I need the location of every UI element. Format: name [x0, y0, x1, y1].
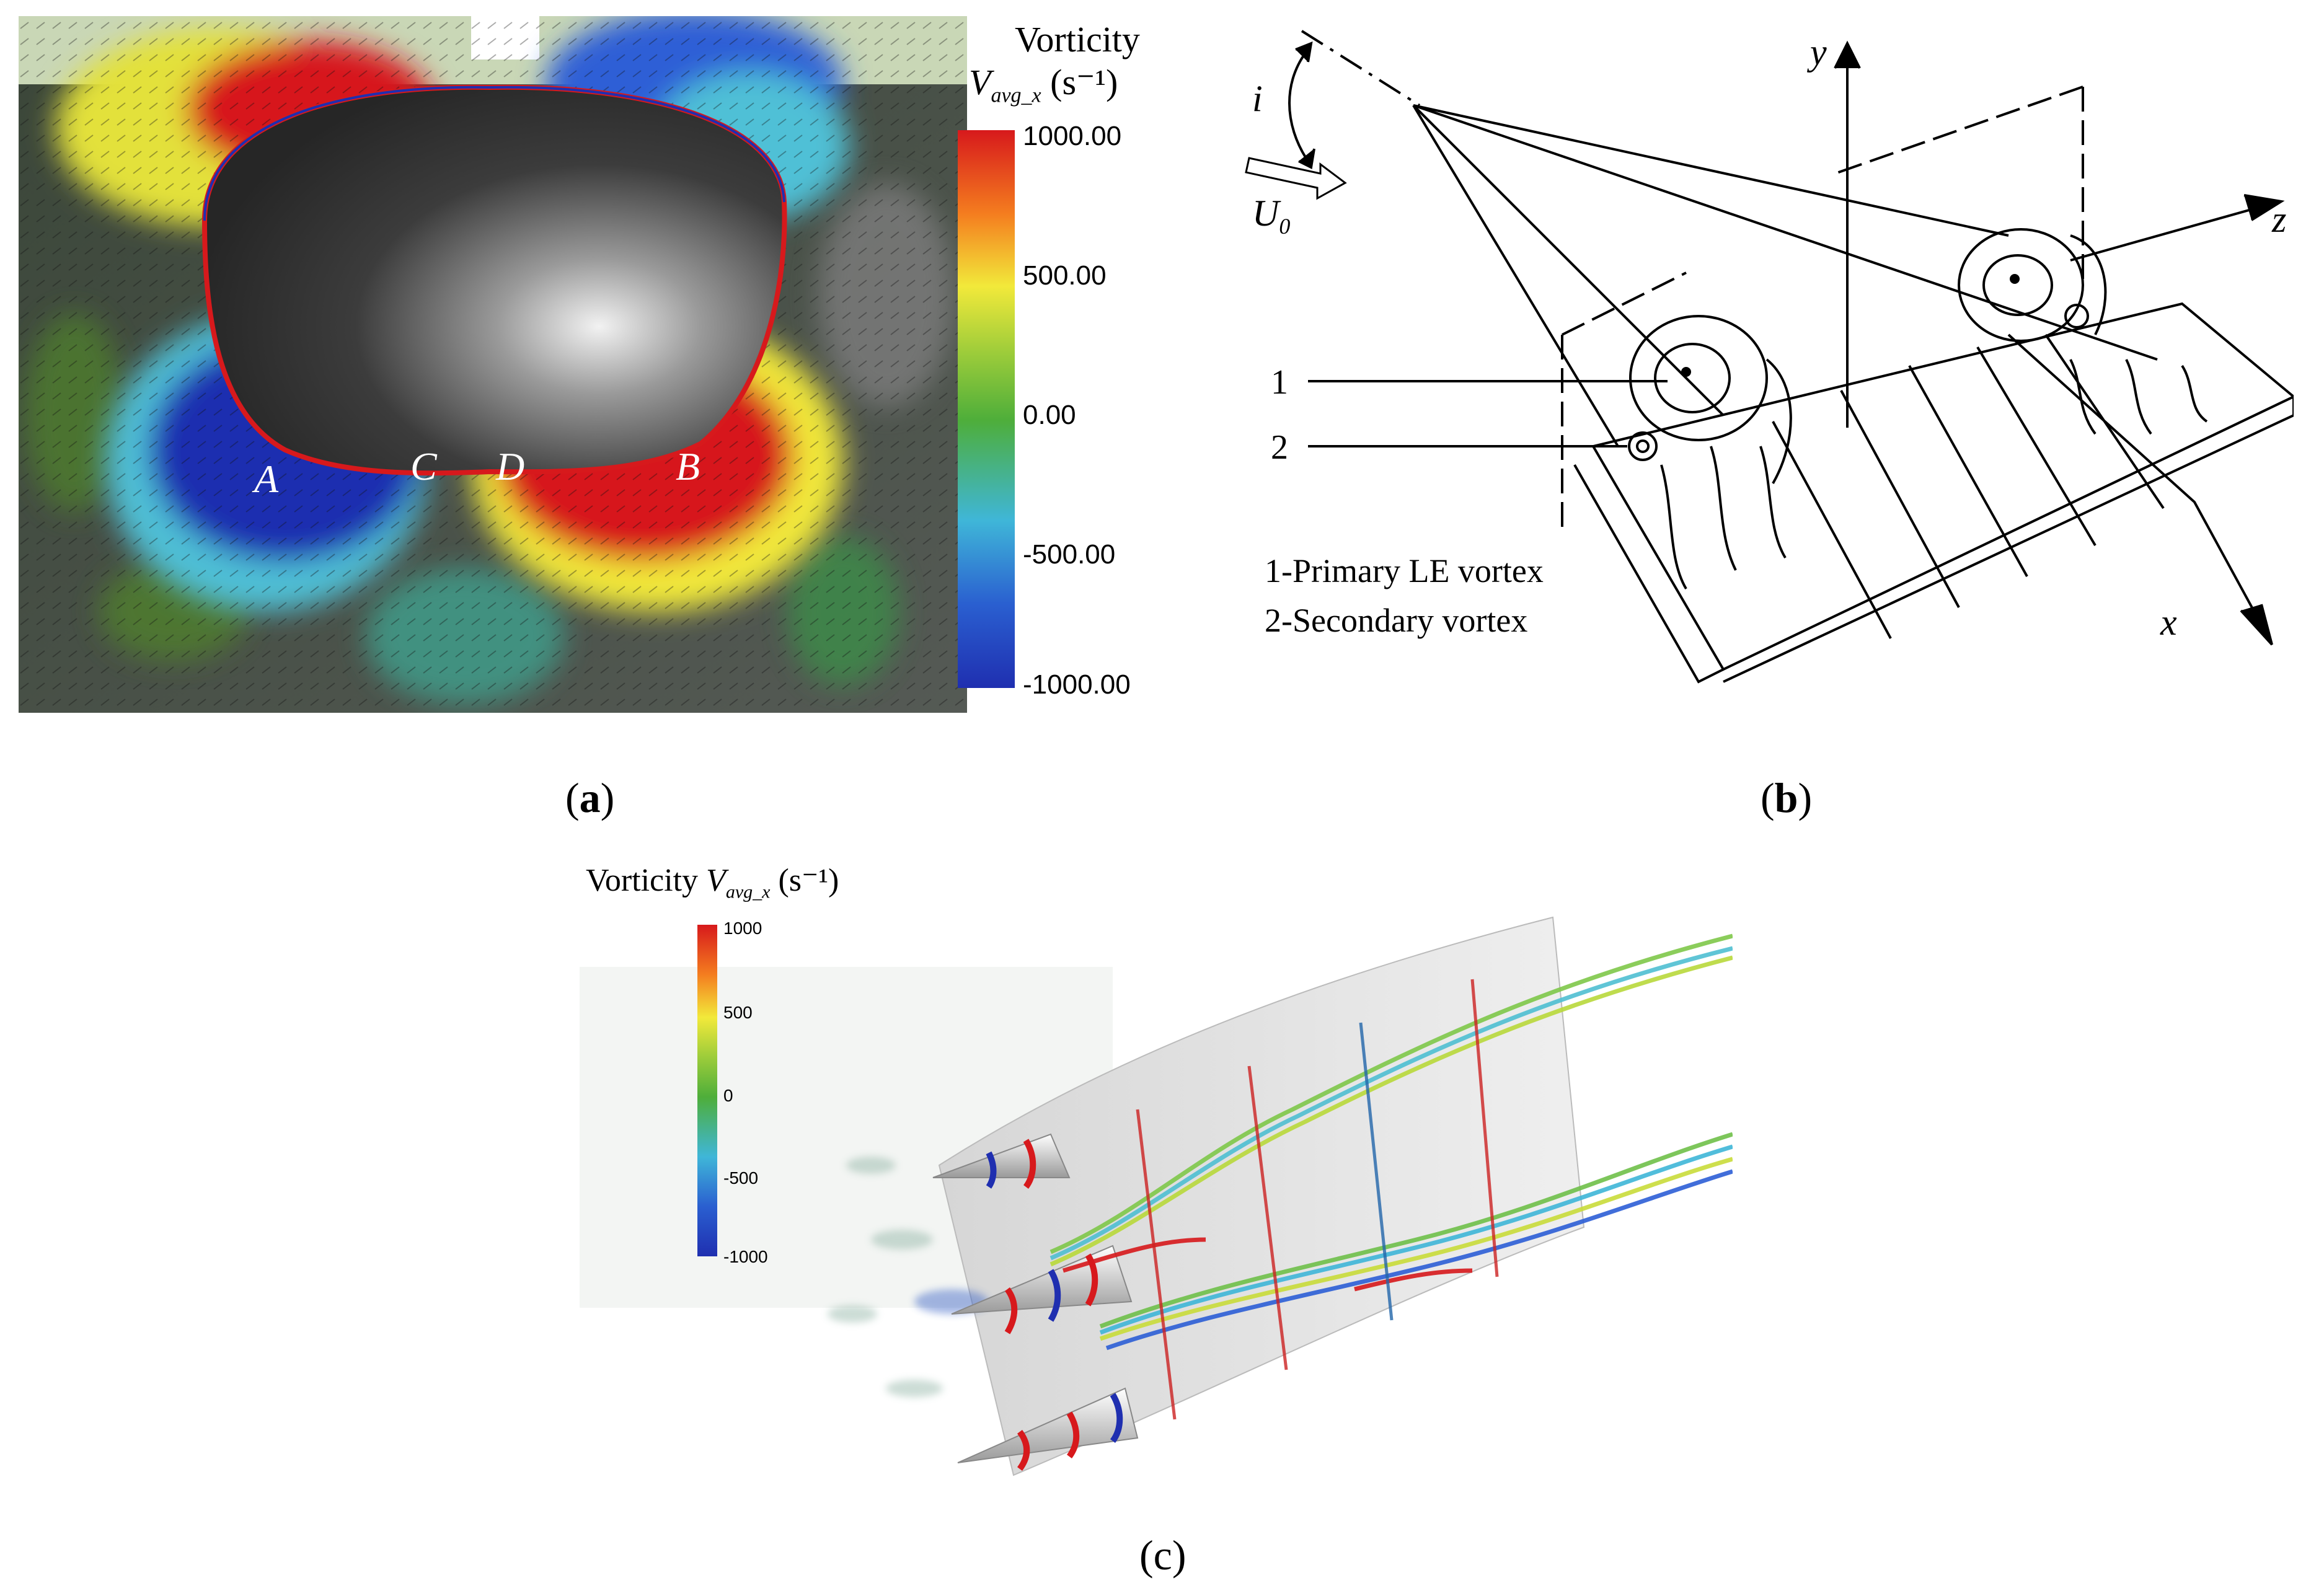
colorbar-c-tick-500: 500 [723, 1003, 753, 1022]
colorbar-c-tick-neg500: -500 [723, 1168, 759, 1188]
colorbar-c-tick-1000: 1000 [723, 919, 762, 938]
legend-secondary-vortex: 2-Secondary vortex [1265, 602, 1528, 639]
region-label-b: B [676, 444, 700, 488]
colorbar-a-tick-500: 500.00 [1023, 260, 1107, 291]
region-label-c: C [410, 444, 437, 488]
colorbar-a-tick-1000: 1000.00 [1023, 121, 1122, 151]
body-cross-section [201, 84, 787, 476]
colorbar-a-tick-neg500: -500.00 [1023, 539, 1116, 570]
panel-a: A C D B [19, 16, 1017, 713]
colorbar-c-gradient [697, 925, 717, 1256]
colorbar-a-title-line1: Vorticity [1015, 19, 1140, 60]
colorbar-a-gradient [958, 130, 1015, 688]
axis-label-z: z [2272, 199, 2287, 240]
incidence-angle-label: i [1252, 78, 1263, 119]
region-label-a: A [254, 457, 279, 501]
colorbar-c: Vorticity Vavg_x (s⁻¹) 1000 500 0 -500 -… [586, 862, 896, 1271]
panel-b: y z x i U0 1 2 1-Primary LE vortex 2-Sec… [1215, 12, 2294, 719]
axis-label-y: y [1810, 32, 1827, 73]
freestream-velocity-label: U0 [1252, 193, 1291, 239]
callout-2: 2 [1271, 428, 1288, 467]
panel-c [580, 843, 1733, 1512]
axis-label-x: x [2160, 602, 2177, 643]
colorbar-c-tick-neg1000: -1000 [723, 1247, 768, 1266]
caption-b: (b) [1761, 774, 1813, 821]
streamline-render-c [580, 843, 1733, 1512]
colorbar-a-tick-0: 0.00 [1023, 400, 1076, 430]
caption-c: (c) [1139, 1532, 1186, 1579]
vorticity-contour-image-a [19, 16, 967, 713]
callout-1: 1 [1271, 363, 1288, 402]
colorbar-a: Vorticity Vavg_x (s⁻¹) 1000.00 500.00 0.… [958, 19, 1150, 719]
colorbar-c-title: Vorticity Vavg_x (s⁻¹) [586, 863, 839, 902]
delta-wing-vortex-diagram [1245, 30, 2294, 684]
caption-a: (a) [565, 774, 615, 821]
region-label-d: D [496, 444, 525, 488]
legend-primary-vortex: 1-Primary LE vortex [1265, 552, 1544, 589]
colorbar-a-title-line2: Vavg_x (s⁻¹) [969, 62, 1118, 107]
colorbar-a-tick-neg1000: -1000.00 [1023, 669, 1131, 700]
colorbar-c-tick-0: 0 [723, 1086, 733, 1105]
